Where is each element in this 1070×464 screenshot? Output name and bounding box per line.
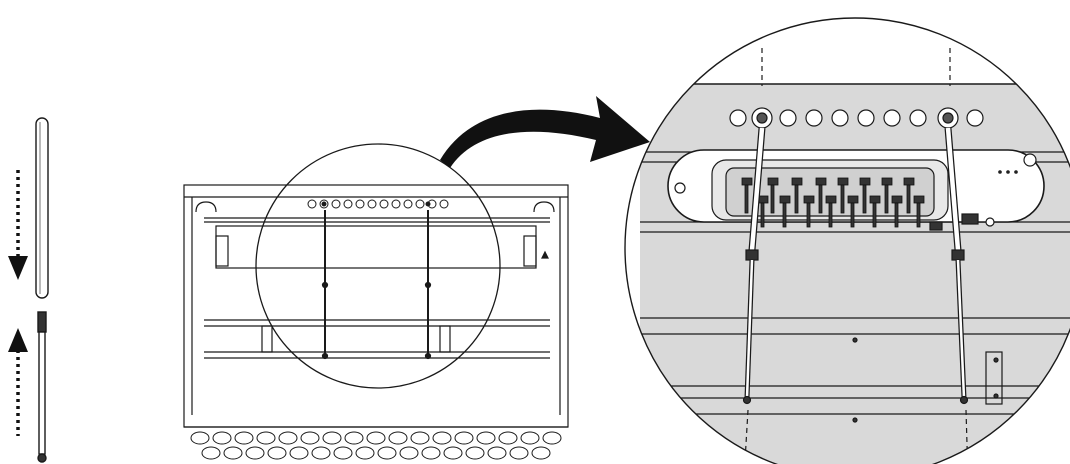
dashed-arrow-up-icon (8, 328, 28, 436)
rod-end-cap (37, 453, 47, 463)
magnified-detail (624, 17, 1070, 464)
connector-pins (741, 177, 925, 228)
curved-arrow-icon (440, 96, 650, 168)
panel-rear-overview (183, 143, 569, 460)
top-hole-row (307, 199, 449, 209)
zoom-circle (255, 143, 501, 389)
rod-connector (37, 311, 47, 333)
ventilation-ovals (190, 431, 562, 460)
lower-rod (38, 331, 46, 455)
panel-frame (183, 184, 569, 428)
rod-assembly (35, 117, 49, 463)
detail-circle (624, 17, 1070, 464)
dashed-arrow-down-icon (8, 170, 28, 280)
upper-rod (35, 117, 49, 299)
detail-rod-left (742, 127, 766, 405)
detail-rod-right (944, 127, 969, 405)
